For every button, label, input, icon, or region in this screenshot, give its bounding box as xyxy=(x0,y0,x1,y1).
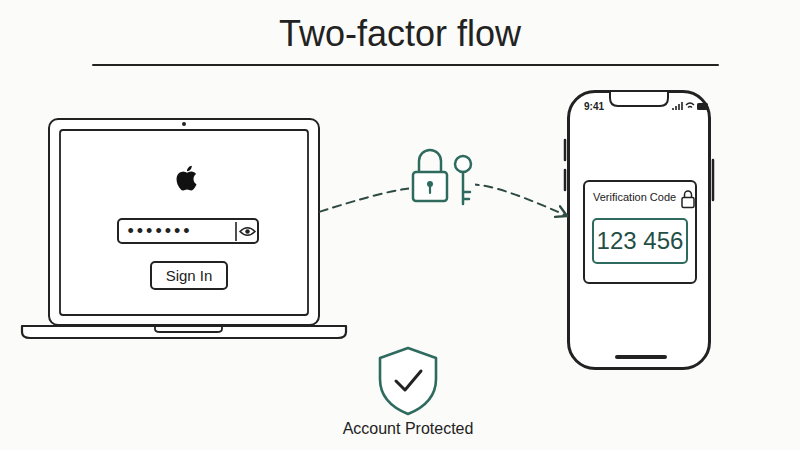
padlock-keyhole-slot xyxy=(429,186,431,193)
card-heading: Verification Code xyxy=(593,191,676,204)
button-label: Sign In xyxy=(152,263,226,288)
laptop-display: ••••••• Sign In xyxy=(48,118,320,326)
status-time: 9:41 xyxy=(584,101,604,113)
title-underline xyxy=(93,64,718,66)
home-indicator xyxy=(617,355,665,359)
wifi-icon xyxy=(686,103,694,108)
verification-code: 123 456 xyxy=(594,220,686,262)
status-caption: Account Protected xyxy=(333,419,483,439)
field-divider xyxy=(235,222,237,241)
padlock-keyhole xyxy=(427,181,433,187)
icon-backdrop xyxy=(409,142,475,208)
password-field: ••••••• xyxy=(117,218,259,244)
padlock-body xyxy=(413,172,447,201)
key-bow xyxy=(455,156,471,172)
laptop-camera xyxy=(182,122,186,126)
battery-icon xyxy=(697,103,708,110)
card-lock-body xyxy=(682,198,694,208)
key-blade xyxy=(463,172,470,204)
shield-shape xyxy=(380,348,436,414)
eye-icon xyxy=(240,228,255,236)
sign-in-button: Sign In xyxy=(150,261,228,290)
code-box: 123 456 xyxy=(592,218,688,264)
padlock-shackle xyxy=(419,150,441,173)
flow-arrow xyxy=(320,184,567,216)
eye-pupil xyxy=(245,229,249,233)
phone-notch xyxy=(610,92,668,106)
password-dots: ••••••• xyxy=(128,220,193,242)
laptop-notch xyxy=(155,326,222,332)
laptop-base xyxy=(22,326,346,338)
laptop-screen xyxy=(60,130,308,315)
signal-icon xyxy=(673,102,682,110)
phone-buttons xyxy=(565,140,713,200)
card-lock-shackle xyxy=(685,191,692,198)
verification-card: Verification Code 123 456 xyxy=(583,180,697,284)
phone-device: 9:41Verification Code 123 456 xyxy=(567,90,711,370)
shield-badge: Account Protected xyxy=(333,345,483,443)
check-mark xyxy=(396,371,421,390)
diagram-title: Two-factor flow xyxy=(0,12,800,56)
apple-logo xyxy=(177,166,197,191)
